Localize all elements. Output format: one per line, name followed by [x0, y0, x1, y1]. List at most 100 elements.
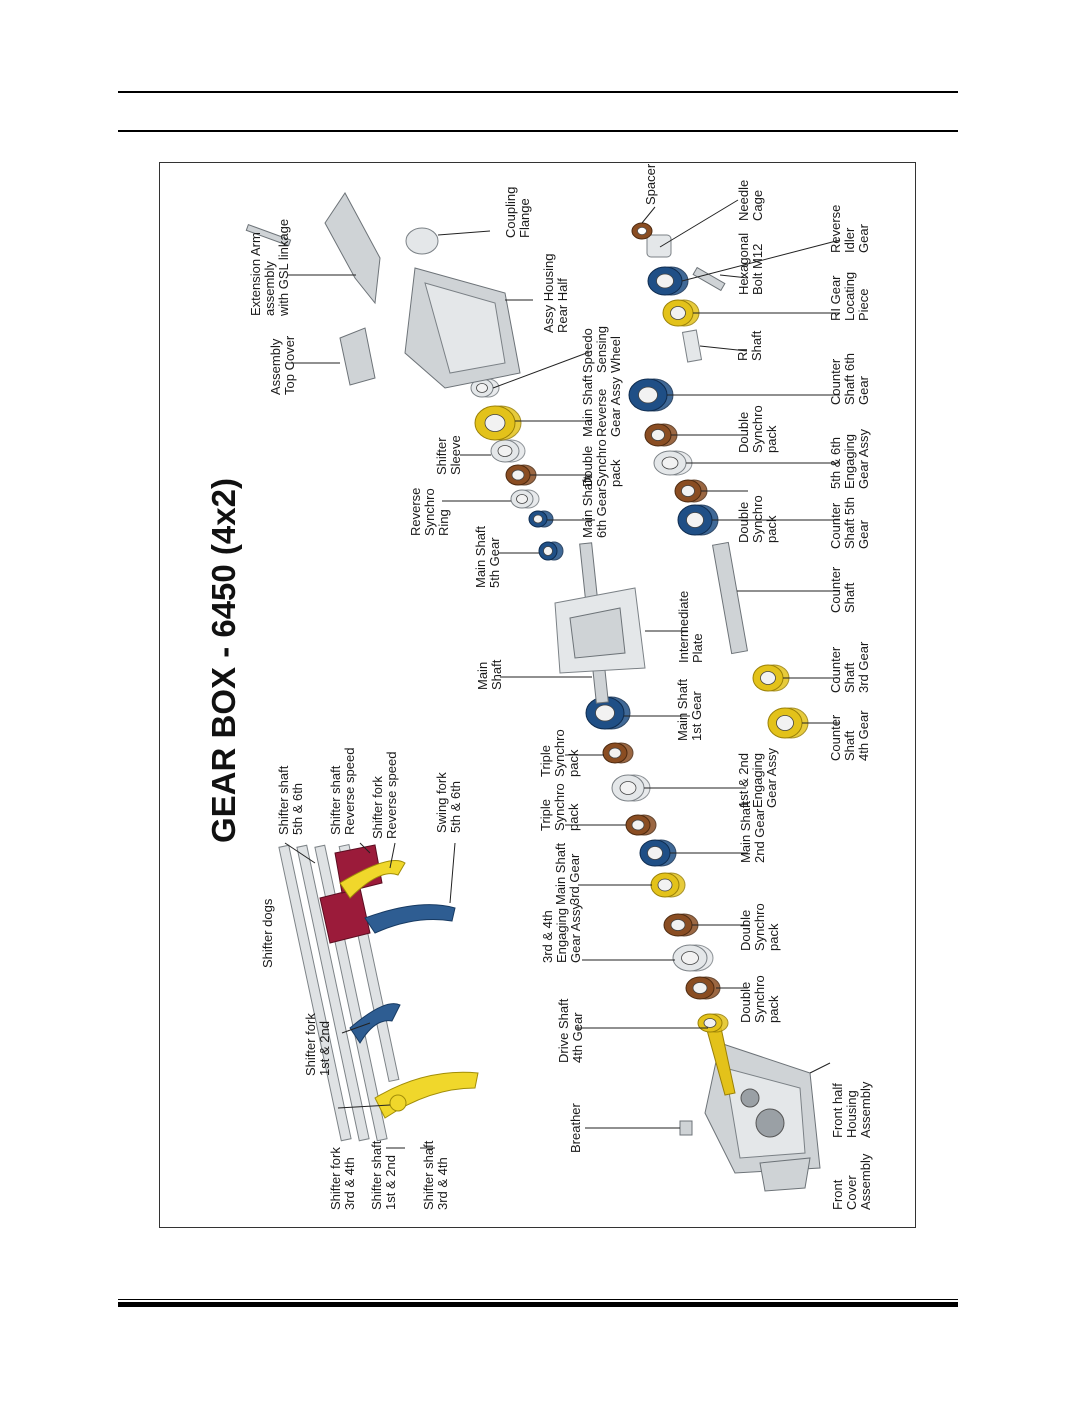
engaging-gear-5-6-bore [661, 456, 679, 470]
counter-shaft-6th-gear-bore [638, 386, 658, 404]
label-counter-shaft-5th: CounterShaft 5thGear [828, 497, 871, 549]
label-shifter-shaft-5-6: Shifter shaft5th & 6th [276, 765, 305, 835]
counter-shaft-body [711, 541, 749, 655]
top-cover-assembly [339, 327, 376, 386]
label-counter-shaft-6th-line: Gear [856, 375, 871, 405]
label-rear-housing-line: Rear Half [555, 278, 570, 333]
label-speedo-wheel-line: Wheel [608, 336, 623, 373]
reverse-synchro-ring-bore [516, 494, 528, 504]
label-shifter-shaft-rev-line: Reverse speed [342, 748, 357, 835]
label-intermediate-plate-line: Plate [690, 633, 705, 663]
label-extension-arm-line: Extension Arm [248, 232, 263, 316]
label-breather: Breather [568, 1102, 583, 1153]
label-main-shaft-2nd-line: 2nd Gear [752, 808, 767, 863]
label-reverse-synchro-ring-line: Reverse [408, 488, 423, 536]
drive-shaft-4th-gear-bore [703, 1018, 717, 1028]
label-double-synchro-e-line: Double [736, 412, 751, 453]
label-top-cover-line: Top Cover [282, 335, 297, 395]
label-main-shaft-1st-line: 1st Gear [689, 690, 704, 741]
label-triple-synchro-b-line: Synchro [552, 729, 567, 777]
label-extension-arm-line: with GSL linkage [276, 219, 291, 317]
leader-line [389, 842, 396, 869]
label-shifter-shaft-5-6-line: 5th & 6th [290, 783, 305, 835]
shifter-sleeve-bore [497, 445, 513, 457]
breather-part [679, 1120, 693, 1136]
label-counter-shaft: CounterShaft [828, 566, 857, 613]
main-shaft-reverse-gear-bore [484, 414, 506, 432]
label-shifter-sleeve-line: Shifter [434, 437, 449, 475]
label-reverse-idler-line: Reverse [828, 205, 843, 253]
label-reverse-synchro-ring: ReverseSynchroRing [408, 488, 451, 536]
label-shifter-fork-rev-line: Reverse speed [384, 752, 399, 839]
label-needle-cage-line: Cage [750, 190, 765, 221]
label-shifter-shaft-3-4-line: 3rd & 4th [435, 1157, 450, 1210]
footer-rule-thin [118, 1299, 958, 1300]
double-synchro-pack-bore [681, 485, 695, 497]
main-shaft-1st-gear-bore [595, 704, 615, 722]
label-counter-shaft-6th-line: Shaft 6th [842, 353, 857, 405]
label-engaging-1-2-line: 1st & 2nd [736, 753, 751, 808]
header-rule-top [118, 91, 958, 93]
label-speedo-wheel-line: Speedo [580, 328, 595, 373]
label-counter-shaft-5th-line: Counter [828, 502, 843, 549]
header-rule-bottom [118, 130, 958, 132]
label-counter-shaft-6th: CounterShaft 6thGear [828, 353, 871, 405]
label-engaging-5-6-line: Engaging [842, 434, 857, 489]
counter-shaft-4th-gear-bore [776, 715, 794, 731]
label-ri-shaft-line: Shaft [749, 330, 764, 361]
shifter-fork-3-4-hub [389, 1094, 407, 1112]
label-shifter-shaft-3-4: Shifter shaft3rd & 4th [421, 1140, 450, 1210]
reverse-idler-gear-bore [656, 273, 674, 289]
label-drive-shaft-4th-line: 4th Gear [570, 1012, 585, 1063]
label-front-cover-line: Assembly [858, 1153, 873, 1210]
label-double-synchro-d-line: Synchro [750, 495, 765, 543]
label-double-synchro-a-line: Double [738, 982, 753, 1023]
extension-arm-rod [245, 224, 292, 247]
label-counter-shaft-6th-line: Counter [828, 358, 843, 405]
shifter-shaft-rod [278, 844, 352, 1142]
label-triple-synchro-b-line: Triple [538, 745, 553, 777]
label-shifter-fork-3-4-line: 3rd & 4th [342, 1157, 357, 1210]
housing-bore [755, 1108, 785, 1138]
label-triple-synchro-b: TripleSynchropack [538, 729, 581, 777]
double-synchro-pack-bore [651, 429, 665, 441]
label-shifter-shaft-3-4-line: Shifter shaft [421, 1140, 436, 1210]
label-shifter-shaft-1-2-line: Shifter shaft [369, 1140, 384, 1210]
leader-line [809, 1062, 831, 1074]
label-double-synchro-c-line: Double [580, 446, 595, 487]
label-double-synchro-a-line: Synchro [752, 975, 767, 1023]
label-double-synchro-c-line: pack [608, 459, 623, 487]
label-counter-shaft-3rd-line: 3rd Gear [856, 641, 871, 693]
main-shaft-5th-gear-bore [543, 546, 553, 556]
label-counter-shaft-5th-line: Shaft 5th [842, 497, 857, 549]
main-shaft-2nd-gear-bore [647, 846, 663, 860]
label-extension-arm-line: assembly [262, 261, 277, 316]
spacer-bore [637, 227, 647, 236]
label-shifter-dogs: Shifter dogs [260, 898, 275, 968]
leader-line [681, 239, 841, 282]
label-double-synchro-b-line: Synchro [752, 903, 767, 951]
footer-rule-thick [118, 1302, 958, 1307]
label-engaging-1-2-line: Gear Assy [764, 748, 779, 808]
label-drive-shaft-4th-line: Drive Shaft [556, 998, 571, 1063]
label-engaging-5-6-line: Gear Assy [856, 429, 871, 489]
label-double-synchro-b: DoubleSynchropack [738, 903, 781, 951]
label-shifter-shaft-1-2: Shifter shaft1st & 2nd [369, 1140, 398, 1210]
leader-line [449, 842, 456, 904]
label-coupling-flange: CouplingFlange [503, 187, 532, 238]
label-ri-gear-locating-line: RI Gear [828, 275, 843, 321]
label-engaging-1-2: 1st & 2ndEngagingGear Assy [736, 748, 779, 808]
label-counter-shaft-5th-line: Gear [856, 519, 871, 549]
label-front-cover-line: Front [830, 1179, 845, 1210]
label-front-half-line: Assembly [858, 1081, 873, 1138]
label-shifter-fork-1-2: Shifter fork1st & 2nd [303, 1013, 332, 1076]
label-main-shaft-line: Shaft [489, 659, 504, 690]
label-reverse-idler: ReverseIdlerGear [828, 205, 871, 253]
label-intermediate-plate-line: Intermediate [676, 591, 691, 663]
speedo-sensing-wheel-bore [476, 383, 488, 393]
leader-line [359, 842, 371, 854]
label-shifter-shaft-rev: Shifter shaftReverse speed [328, 748, 357, 835]
label-counter-shaft-4th-line: Shaft [842, 730, 857, 761]
leader-line [437, 230, 491, 236]
